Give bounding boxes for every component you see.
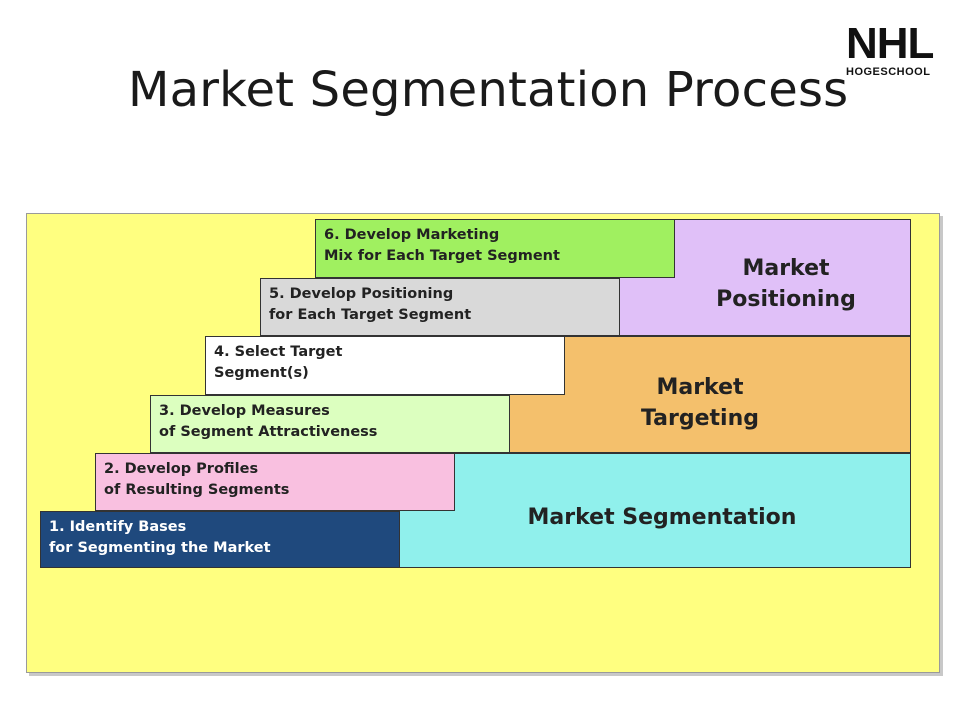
step-1: 1. Identify Bases for Segmenting the Mar… — [40, 511, 400, 568]
step-2: 2. Develop Profiles of Resulting Segment… — [95, 453, 455, 511]
step-1-line1: 1. Identify Bases — [49, 519, 187, 535]
step-3-line2: of Segment Attractiveness — [159, 424, 378, 440]
band-targeting-label: Market Targeting — [587, 372, 813, 434]
step-6-line1: 6. Develop Marketing — [324, 227, 500, 243]
logo-sub-text: HOGESCHOOL — [846, 66, 931, 78]
band-segmentation-label: Market Segmentation — [487, 502, 837, 533]
step-4: 4. Select Target Segment(s) — [205, 336, 565, 395]
band-positioning-line2: Positioning — [716, 287, 856, 312]
step-6: 6. Develop Marketing Mix for Each Target… — [315, 219, 675, 278]
band-positioning-line1: Market — [742, 256, 830, 281]
step-3: 3. Develop Measures of Segment Attractiv… — [150, 395, 510, 453]
step-4-line2: Segment(s) — [214, 365, 309, 381]
step-5: 5. Develop Positioning for Each Target S… — [260, 278, 620, 336]
step-2-line1: 2. Develop Profiles — [104, 461, 259, 477]
step-2-line2: of Resulting Segments — [104, 482, 290, 498]
logo-main-text: NHL — [846, 19, 934, 68]
step-1-line2: for Segmenting the Market — [49, 540, 271, 556]
step-5-line1: 5. Develop Positioning — [269, 286, 454, 302]
step-6-line2: Mix for Each Target Segment — [324, 248, 560, 264]
step-5-line2: for Each Target Segment — [269, 307, 472, 323]
nhl-logo: NHL HOGESCHOOL — [846, 19, 934, 79]
band-positioning-label: Market Positioning — [673, 253, 899, 315]
band-targeting-line1: Market — [656, 375, 744, 400]
step-4-line1: 4. Select Target — [214, 344, 343, 360]
step-3-line1: 3. Develop Measures — [159, 403, 330, 419]
page-title: Market Segmentation Process — [128, 62, 849, 118]
band-segmentation-line1: Market Segmentation — [527, 505, 797, 530]
band-targeting-line2: Targeting — [640, 406, 759, 431]
diagram-panel: Market Positioning Market Targeting Mark… — [26, 213, 940, 673]
